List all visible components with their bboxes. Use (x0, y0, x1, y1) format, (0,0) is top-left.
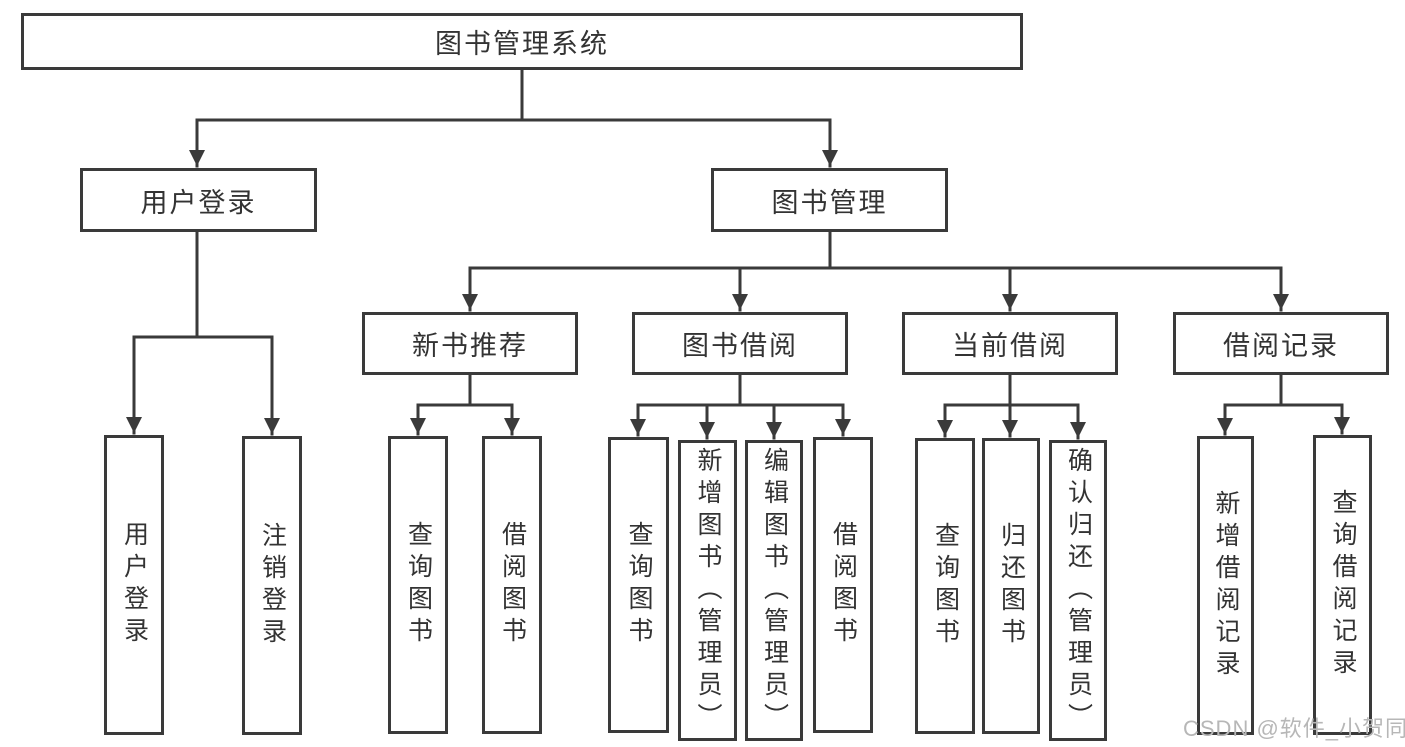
node-borrow-records: 借阅记录 (1173, 312, 1389, 375)
node-new-books: 新书推荐 (362, 312, 578, 375)
leaf-user-login: 用户登录 (104, 435, 164, 735)
leaf-borrow-books-2: 借阅图书 (813, 437, 873, 733)
leaf-edit-books-admin: 编辑图书（管理员） (745, 440, 803, 741)
node-root: 图书管理系统 (21, 13, 1023, 70)
leaf-query-borrow-record: 查询借阅记录 (1313, 435, 1372, 735)
node-book-mgmt: 图书管理 (711, 168, 948, 232)
leaf-add-borrow-record: 新增借阅记录 (1197, 436, 1254, 735)
leaf-return-books: 归还图书 (982, 438, 1040, 734)
leaf-confirm-return-admin: 确认归还（管理员） (1049, 440, 1107, 741)
leaf-logout: 注销登录 (242, 436, 302, 735)
node-book-borrow: 图书借阅 (632, 312, 848, 375)
leaf-add-books-admin: 新增图书（管理员） (678, 440, 737, 741)
leaf-query-books-1: 查询图书 (388, 436, 448, 734)
node-user-login: 用户登录 (80, 168, 317, 232)
node-current-borrow: 当前借阅 (902, 312, 1118, 375)
leaf-query-books-3: 查询图书 (915, 438, 975, 734)
leaf-borrow-books-1: 借阅图书 (482, 436, 542, 734)
csdn-watermark: CSDN @软件_小贺同学 (1183, 716, 1405, 741)
leaf-query-books-2: 查询图书 (608, 437, 669, 733)
